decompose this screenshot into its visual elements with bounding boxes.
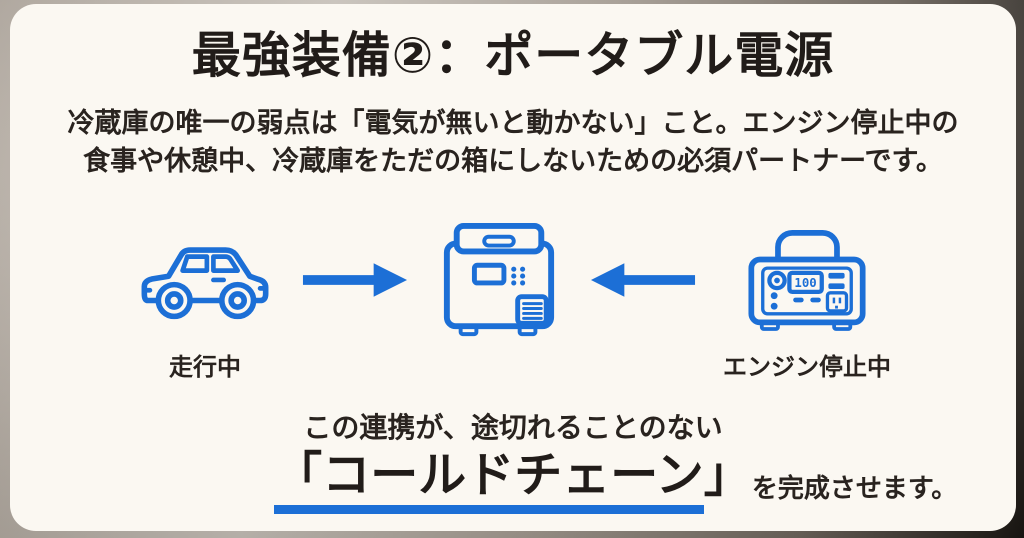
intro-paragraph: 冷蔵庫の唯一の弱点は「電気が無いと動かない」こと。エンジン停止中の 食事や休憩中… (68, 104, 959, 181)
cold-chain-underlined: 「コールドチェーン (274, 448, 704, 515)
battery-level-display: 100 (794, 276, 816, 290)
car-label: 走行中 (169, 353, 241, 381)
power-station-label: エンジン停止中 (723, 353, 891, 381)
fridge-column (435, 221, 563, 339)
car-icon (141, 247, 269, 320)
arrow-left-icon (590, 262, 696, 297)
conclusion-line-1: この連携が、途切れることのない (303, 411, 723, 443)
cold-chain-keyword: コールドチェーン (322, 448, 704, 502)
arrow-right-icon (302, 262, 408, 297)
content-card: 最強装備②：ポータブル電源 冷蔵庫の唯一の弱点は「電気が無いと動かない」こと。エ… (10, 4, 1016, 531)
flow-arrow-left (589, 221, 697, 339)
cold-chain-diagram: 走行中 (135, 221, 891, 382)
conclusion-suffix: を完成させます。 (751, 472, 958, 503)
intro-line-2: 食事や休憩中、冷蔵庫をただの箱にしないための必須パートナーです。 (83, 146, 943, 177)
intro-line-1: 冷蔵庫の唯一の弱点は「電気が無いと動かない」こと。エンジン停止中の (67, 107, 959, 138)
conclusion-line-2: 「コールドチェーン」を完成させます。 (10, 448, 1016, 515)
portable-power-station-icon: 100 (748, 229, 866, 331)
cold-chain-phrase: 「コールドチェーン」を完成させます。 (274, 448, 957, 515)
closing-bracket: 」 (703, 448, 752, 502)
page-title: 最強装備②：ポータブル電源 (191, 29, 835, 83)
power-station-column: 100 エンジン停止中 (723, 221, 891, 382)
flow-arrow-right (301, 221, 409, 339)
car-fridge-icon (443, 222, 555, 336)
driving-column: 走行中 (135, 221, 275, 382)
